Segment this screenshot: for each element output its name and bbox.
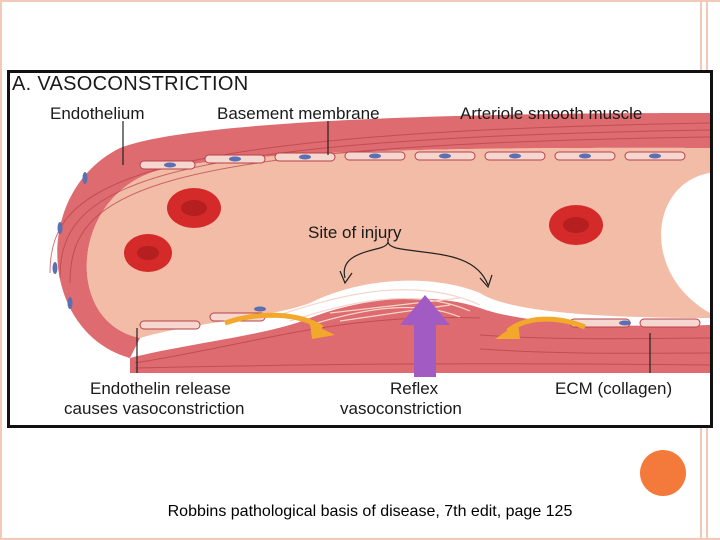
label-ecm-collagen: ECM (collagen) xyxy=(555,379,673,398)
label-smooth-muscle: Arteriole smooth muscle xyxy=(460,104,643,123)
injury-brace xyxy=(343,237,489,286)
slide-border-bottom xyxy=(0,538,720,540)
label-reflex: Reflex xyxy=(390,379,439,398)
slide-border-left xyxy=(0,0,2,540)
label-endothelin-release: Endothelin release xyxy=(90,379,231,398)
reflex-arrow xyxy=(400,295,450,377)
slide-border-top xyxy=(0,0,720,2)
vessel-cut-end xyxy=(661,173,710,313)
vessel-lumen xyxy=(86,147,710,338)
orange-circle-decoration xyxy=(640,450,686,496)
label-endothelium: Endothelium xyxy=(50,104,145,123)
label-reflex-vasoconstriction: vasoconstriction xyxy=(340,399,462,418)
label-site-of-injury: Site of injury xyxy=(308,223,402,242)
figure-title: A. VASOCONSTRICTION xyxy=(12,73,249,95)
label-causes-vasoconstriction: causes vasoconstriction xyxy=(64,399,245,418)
label-basement-membrane: Basement membrane xyxy=(217,104,380,123)
red-blood-cells xyxy=(124,188,603,272)
figure-caption: Robbins pathological basis of disease, 7… xyxy=(167,503,573,520)
vessel-illustration xyxy=(49,113,710,377)
vessel-wall-upper xyxy=(57,113,710,358)
vasoconstriction-figure: A. VASOCONSTRICTION Endothelium Basement… xyxy=(7,70,713,428)
endothelin-arrow xyxy=(224,312,324,331)
